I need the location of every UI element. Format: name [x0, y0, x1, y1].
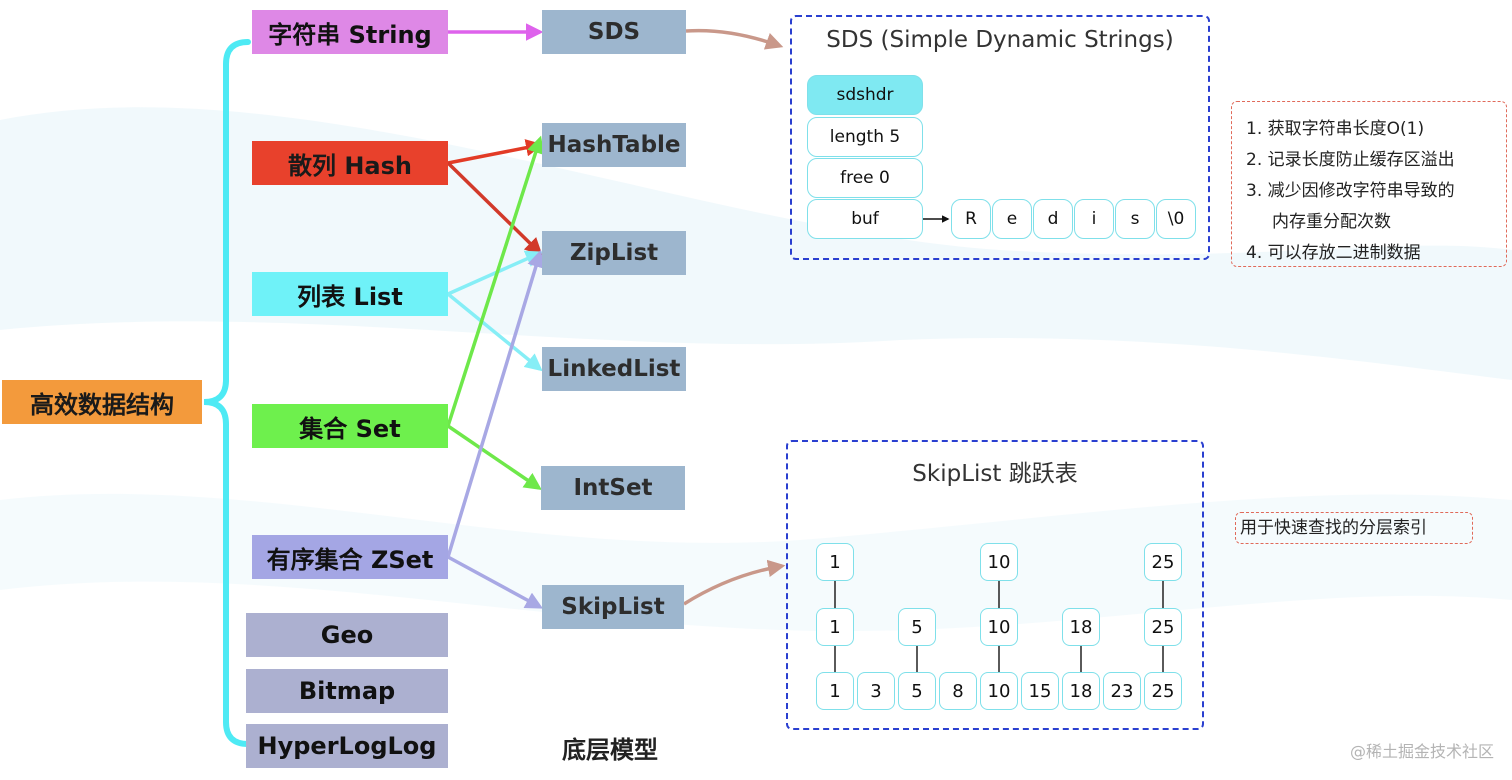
buf-char-cell: \0 — [1156, 199, 1196, 239]
buf-char-cell: d — [1033, 199, 1073, 239]
skiplist-node: 5 — [898, 608, 936, 646]
skiplist-node: 8 — [939, 672, 977, 710]
type-hyperloglog: HyperLogLog — [246, 724, 448, 768]
sds-panel: SDS (Simple Dynamic Strings) — [790, 15, 1210, 260]
watermark: @稀土掘金技术社区 — [1349, 742, 1494, 761]
sds-field-length: length 5 — [807, 117, 923, 157]
link-set-intset — [447, 424, 542, 490]
type-set: 集合 Set — [252, 404, 448, 448]
model-skiplist: SkipList — [542, 585, 684, 629]
link-list-linkedlist — [446, 292, 543, 372]
skiplist-node: 23 — [1103, 672, 1141, 710]
sdshdr-header: sdshdr — [807, 75, 923, 115]
model-intset: IntSet — [541, 466, 685, 510]
skiplist-panel-title: SkipList 跳跃表 — [912, 461, 1078, 487]
note-item: 2. 记录长度防止缓存区溢出 — [1246, 150, 1455, 170]
skiplist-panel: SkipList 跳跃表 — [786, 440, 1204, 730]
buf-char-cell: R — [951, 199, 991, 239]
sds-field-buf: buf — [807, 199, 923, 239]
type-geo: Geo — [246, 613, 448, 657]
note-item: 1. 获取字符串长度O(1) — [1246, 119, 1425, 139]
sds-benefits-note: 1. 获取字符串长度O(1) 2. 记录长度防止缓存区溢出 3. 减少因修改字符… — [1231, 101, 1507, 267]
type-hash: 散列 Hash — [252, 141, 448, 185]
type-zset: 有序集合 ZSet — [252, 535, 448, 579]
root-brace — [203, 39, 251, 747]
model-linkedlist: LinkedList — [542, 347, 686, 391]
note-item: 3. 减少因修改字符串导致的 — [1246, 181, 1455, 201]
skiplist-note: 用于快速查找的分层索引 — [1235, 512, 1473, 544]
skiplist-node: 1 — [816, 543, 854, 581]
buf-char-cell: s — [1115, 199, 1155, 239]
type-string: 字符串 String — [252, 10, 448, 54]
buf-char-cell: i — [1074, 199, 1114, 239]
buf-char-cell: e — [992, 199, 1032, 239]
type-list: 列表 List — [252, 272, 448, 316]
model-hashtable: HashTable — [542, 123, 686, 167]
skiplist-node: 10 — [980, 543, 1018, 581]
link-zset-ziplist — [446, 249, 545, 558]
note-item: 4. 可以存放二进制数据 — [1246, 243, 1421, 263]
skiplist-node: 18 — [1062, 672, 1100, 710]
type-bitmap: Bitmap — [246, 669, 448, 713]
models-caption: 底层模型 — [562, 736, 658, 764]
link-hash-hashtable — [447, 139, 544, 165]
skiplist-node: 25 — [1144, 608, 1182, 646]
sds-panel-title: SDS (Simple Dynamic Strings) — [826, 27, 1174, 53]
model-ziplist: ZipList — [542, 231, 686, 275]
note-item: 内存重分配次数 — [1272, 212, 1391, 232]
link-hash-ziplist — [446, 161, 543, 256]
arrow-skiplist-to-panel — [683, 559, 786, 606]
arrow-sds-to-panel — [685, 28, 784, 50]
skiplist-node: 10 — [980, 608, 1018, 646]
root-node: 高效数据结构 — [2, 380, 202, 424]
skiplist-node: 10 — [980, 672, 1018, 710]
skiplist-node: 25 — [1144, 543, 1182, 581]
sds-field-free: free 0 — [807, 158, 923, 198]
link-list-ziplist — [447, 250, 544, 296]
skiplist-node: 15 — [1021, 672, 1059, 710]
skiplist-node: 1 — [816, 608, 854, 646]
skiplist-node: 18 — [1062, 608, 1100, 646]
link-set-hashtable — [446, 135, 545, 427]
skiplist-node: 25 — [1144, 672, 1182, 710]
skiplist-node: 3 — [857, 672, 895, 710]
link-zset-skiplist — [447, 555, 544, 609]
skiplist-node: 5 — [898, 672, 936, 710]
model-sds: SDS — [542, 10, 686, 54]
skiplist-node: 1 — [816, 672, 854, 710]
